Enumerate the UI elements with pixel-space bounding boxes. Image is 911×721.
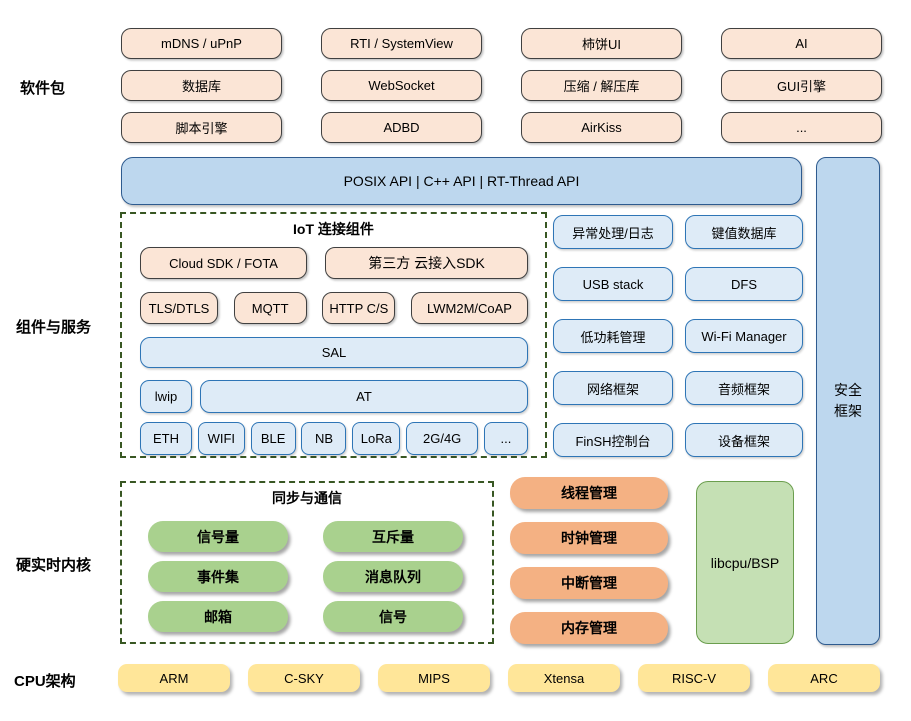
kernel-interrupt-mgmt: 中断管理 [510, 567, 668, 599]
services-grid: 异常处理/日志 键值数据库 USB stack DFS 低功耗管理 Wi-Fi … [553, 215, 803, 457]
iot-link-wifi: WIFI [197, 422, 245, 455]
package-mdns-upnp: mDNS / uPnP [121, 28, 282, 59]
kernel-event-set: 事件集 [148, 561, 288, 592]
cpu-arch-grid: ARM C-SKY MIPS Xtensa RISC-V ARC [118, 664, 880, 692]
iot-link-lora: LoRa [352, 422, 401, 455]
iot-protocol-row: TLS/DTLS MQTT HTTP C/S LWM2M/CoAP [140, 292, 528, 324]
kernel-signal: 信号 [323, 601, 463, 632]
package-compression: 压缩 / 解压库 [521, 70, 682, 101]
package-database: 数据库 [121, 70, 282, 101]
cpu-arc: ARC [768, 664, 880, 692]
iot-at: AT [200, 380, 528, 413]
service-exception-log: 异常处理/日志 [553, 215, 673, 249]
label-realtime-kernel: 硬实时内核 [16, 557, 92, 574]
iot-link-eth: ETH [140, 422, 192, 455]
iot-link-nb: NB [301, 422, 347, 455]
service-kv-database: 键值数据库 [685, 215, 803, 249]
security-framework-line2: 框架 [834, 403, 862, 419]
sync-box-title: 同步与通信 [272, 490, 342, 506]
service-wifi-manager: Wi-Fi Manager [685, 319, 803, 353]
package-script-engine: 脚本引擎 [121, 112, 282, 143]
iot-tls-dtls: TLS/DTLS [140, 292, 218, 324]
iot-components-box: IoT 连接组件 Cloud SDK / FOTA 第三方 云接入SDK TLS… [120, 212, 547, 458]
service-low-power-mgmt: 低功耗管理 [553, 319, 673, 353]
cpu-mips: MIPS [378, 664, 490, 692]
service-finsh-console: FinSH控制台 [553, 423, 673, 457]
service-audio-fw: 音频框架 [685, 371, 803, 405]
kernel-mailbox: 邮箱 [148, 601, 288, 632]
cpu-xtensa: Xtensa [508, 664, 620, 692]
label-components-services: 组件与服务 [16, 319, 92, 336]
label-cpu-arch: CPU架构 [14, 673, 76, 690]
iot-links-row: ETH WIFI BLE NB LoRa 2G/4G ... [140, 422, 528, 455]
label-software-packages: 软件包 [20, 80, 66, 97]
package-adbd: ADBD [321, 112, 482, 143]
kernel-semaphore: 信号量 [148, 521, 288, 552]
kernel-memory-mgmt: 内存管理 [510, 612, 668, 644]
package-more: ... [721, 112, 882, 143]
security-framework-bar: 安全 框架 [816, 157, 880, 645]
package-rti-systemview: RTI / SystemView [321, 28, 482, 59]
service-usb-stack: USB stack [553, 267, 673, 301]
cpu-c-sky: C-SKY [248, 664, 360, 692]
kernel-mutex: 互斥量 [323, 521, 463, 552]
kernel-message-queue: 消息队列 [323, 561, 463, 592]
iot-lwm2m-coap: LWM2M/CoAP [410, 292, 528, 324]
iot-sal: SAL [140, 337, 528, 368]
cpu-risc-v: RISC-V [638, 664, 750, 692]
iot-link-2g4g: 2G/4G [406, 422, 479, 455]
iot-http-cs: HTTP C/S [322, 292, 396, 324]
security-framework-line1: 安全 [834, 382, 862, 398]
kernel-management-stack: 线程管理 时钟管理 中断管理 内存管理 [510, 477, 668, 657]
package-websocket: WebSocket [321, 70, 482, 101]
kernel-thread-mgmt: 线程管理 [510, 477, 668, 509]
service-device-fw: 设备框架 [685, 423, 803, 457]
package-ai: AI [721, 28, 882, 59]
kernel-clock-mgmt: 时钟管理 [510, 522, 668, 554]
package-airkiss: AirKiss [521, 112, 682, 143]
cpu-arm: ARM [118, 664, 230, 692]
iot-link-more: ... [483, 422, 528, 455]
service-network-fw: 网络框架 [553, 371, 673, 405]
iot-lwip: lwip [140, 380, 192, 413]
iot-cloud-row: Cloud SDK / FOTA 第三方 云接入SDK [140, 247, 528, 279]
iot-at-row: lwip AT [140, 380, 528, 413]
sync-items-grid: 信号量 互斥量 事件集 消息队列 邮箱 信号 [148, 521, 492, 632]
package-persimmon-ui: 柿饼UI [521, 28, 682, 59]
iot-sal-row: SAL [140, 337, 528, 368]
iot-link-ble: BLE [250, 422, 296, 455]
service-dfs: DFS [685, 267, 803, 301]
package-gui-engine: GUI引擎 [721, 70, 882, 101]
sync-communication-box: 同步与通信 信号量 互斥量 事件集 消息队列 邮箱 信号 [120, 481, 494, 644]
libcpu-bsp-box: libcpu/BSP [696, 481, 794, 644]
iot-thirdparty-cloud-sdk: 第三方 云接入SDK [325, 247, 528, 279]
iot-cloud-sdk-fota: Cloud SDK / FOTA [140, 247, 308, 279]
iot-mqtt: MQTT [233, 292, 307, 324]
iot-box-title: IoT 连接组件 [293, 221, 374, 237]
software-packages-grid: mDNS / uPnP RTI / SystemView 柿饼UI AI 数据库… [121, 28, 882, 143]
api-bar: POSIX API | C++ API | RT-Thread API [121, 157, 802, 205]
